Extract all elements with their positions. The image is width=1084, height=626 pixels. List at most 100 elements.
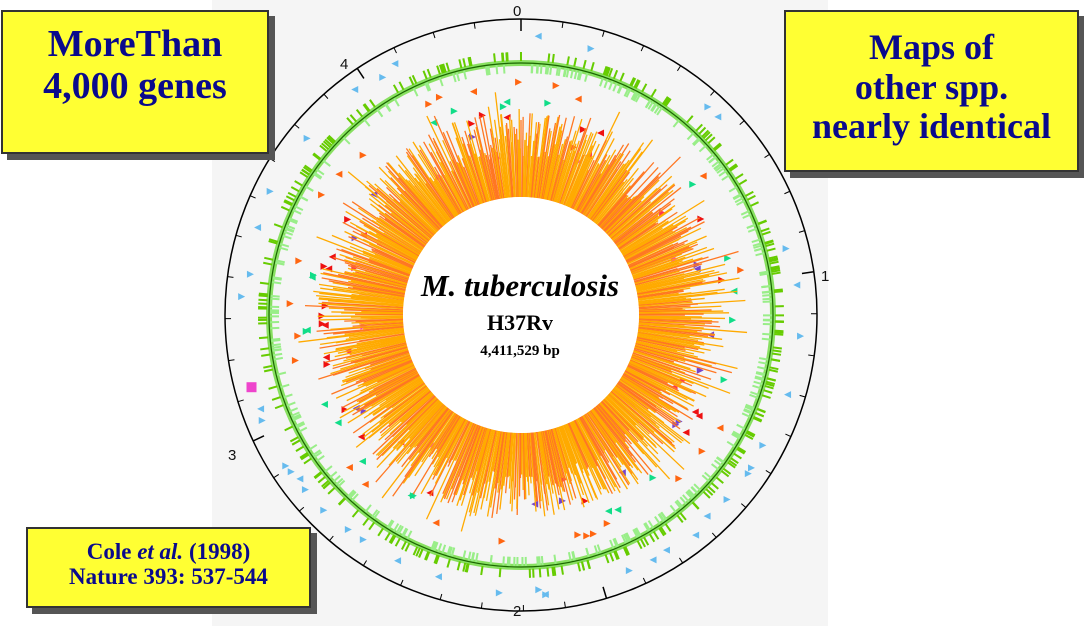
gc-bar bbox=[638, 309, 712, 313]
gene-tick bbox=[682, 494, 690, 503]
gene-tick bbox=[577, 562, 582, 572]
major-tick bbox=[252, 435, 265, 442]
feature-marker bbox=[430, 119, 438, 127]
gc-bar bbox=[533, 156, 539, 198]
gc-bar bbox=[508, 432, 514, 477]
gene-tick bbox=[773, 288, 783, 292]
gc-bar bbox=[453, 171, 472, 209]
gc-bar bbox=[489, 159, 499, 200]
gc-bar bbox=[401, 407, 449, 468]
gene-tick bbox=[418, 548, 424, 558]
gene-tick bbox=[285, 227, 295, 233]
gene-tick bbox=[740, 210, 750, 216]
gc-bar bbox=[503, 432, 510, 486]
gc-bar bbox=[638, 324, 702, 332]
gene-tick bbox=[385, 102, 392, 112]
feature-marker bbox=[357, 433, 365, 441]
gc-bar bbox=[627, 242, 679, 267]
gc-bar bbox=[352, 322, 404, 327]
gc-bar bbox=[630, 247, 692, 273]
gene-tick bbox=[337, 479, 346, 488]
gc-bar bbox=[632, 256, 686, 277]
gene-tick bbox=[291, 439, 301, 446]
gc-bar bbox=[608, 188, 662, 237]
gc-bar bbox=[352, 230, 416, 263]
gene-tick bbox=[536, 556, 539, 566]
gc-bar bbox=[524, 145, 528, 198]
gene-tick bbox=[268, 238, 279, 243]
gene-tick bbox=[749, 393, 759, 399]
gene-tick bbox=[755, 372, 765, 377]
gc-bar bbox=[435, 419, 467, 476]
gc-bar bbox=[596, 405, 653, 473]
gene-tick bbox=[362, 103, 370, 113]
gene-tick bbox=[584, 72, 589, 82]
gene-tick bbox=[728, 459, 738, 467]
gene-tick bbox=[617, 84, 623, 94]
gc-bar bbox=[616, 383, 656, 414]
gc-bar bbox=[344, 230, 415, 266]
gc-bar bbox=[491, 431, 505, 519]
gc-bar bbox=[440, 161, 467, 211]
gc-bar bbox=[332, 282, 405, 296]
gene-tick bbox=[299, 451, 309, 459]
gc-bar bbox=[637, 290, 684, 299]
gene-tick bbox=[342, 136, 351, 145]
gene-tick bbox=[713, 143, 722, 152]
gene-tick bbox=[731, 432, 741, 439]
gc-bar bbox=[628, 361, 707, 398]
minor-tick bbox=[739, 120, 745, 125]
gc-bar bbox=[374, 249, 414, 268]
gc-bar bbox=[395, 404, 445, 463]
gene-tick bbox=[742, 213, 752, 219]
gene-tick bbox=[296, 422, 306, 429]
gc-bar bbox=[637, 277, 740, 297]
gene-tick bbox=[765, 242, 775, 248]
gc-bar bbox=[348, 329, 405, 338]
feature-marker bbox=[282, 462, 290, 470]
gene-tick bbox=[430, 540, 436, 550]
gc-bar bbox=[396, 405, 447, 465]
gc-bar bbox=[597, 161, 655, 227]
feature-marker bbox=[744, 470, 752, 478]
gc-bar bbox=[619, 219, 667, 252]
gene-tick bbox=[439, 64, 444, 74]
gene-tick bbox=[487, 65, 491, 76]
gc-bar bbox=[492, 431, 501, 472]
gene-tick bbox=[314, 471, 323, 480]
feature-marker bbox=[295, 257, 303, 265]
gc-bar bbox=[403, 402, 444, 448]
gc-bar bbox=[392, 399, 440, 449]
gene-tick bbox=[743, 408, 753, 414]
gene-tick bbox=[282, 234, 292, 240]
gc-bar bbox=[597, 404, 632, 445]
gene-tick bbox=[641, 83, 648, 93]
feature-marker bbox=[503, 98, 511, 106]
gc-bar bbox=[348, 236, 414, 267]
feature-marker bbox=[257, 405, 265, 413]
gc-bar bbox=[567, 423, 589, 470]
gc-bar bbox=[533, 432, 542, 502]
gc-bar bbox=[350, 297, 404, 304]
gene-tick bbox=[770, 265, 780, 269]
feature-marker bbox=[729, 316, 737, 324]
gene-tick bbox=[754, 376, 764, 381]
minor-tick bbox=[564, 601, 566, 608]
gc-bar bbox=[539, 431, 555, 515]
gene-tick bbox=[304, 185, 314, 192]
gc-bar bbox=[590, 409, 634, 469]
gc-bar bbox=[638, 312, 730, 315]
gc-bar bbox=[635, 263, 726, 288]
gc-bar bbox=[605, 396, 637, 426]
gc-bar bbox=[555, 118, 583, 203]
gc-bar bbox=[371, 387, 429, 433]
gc-bar bbox=[332, 346, 408, 370]
gene-tick bbox=[424, 82, 430, 92]
gene-tick bbox=[722, 467, 732, 475]
gc-bar bbox=[538, 128, 551, 199]
gc-bar bbox=[638, 325, 698, 333]
gc-bar bbox=[431, 415, 460, 460]
gc-bar bbox=[352, 382, 425, 434]
gene-tick bbox=[774, 331, 784, 334]
gene-tick bbox=[660, 511, 668, 521]
